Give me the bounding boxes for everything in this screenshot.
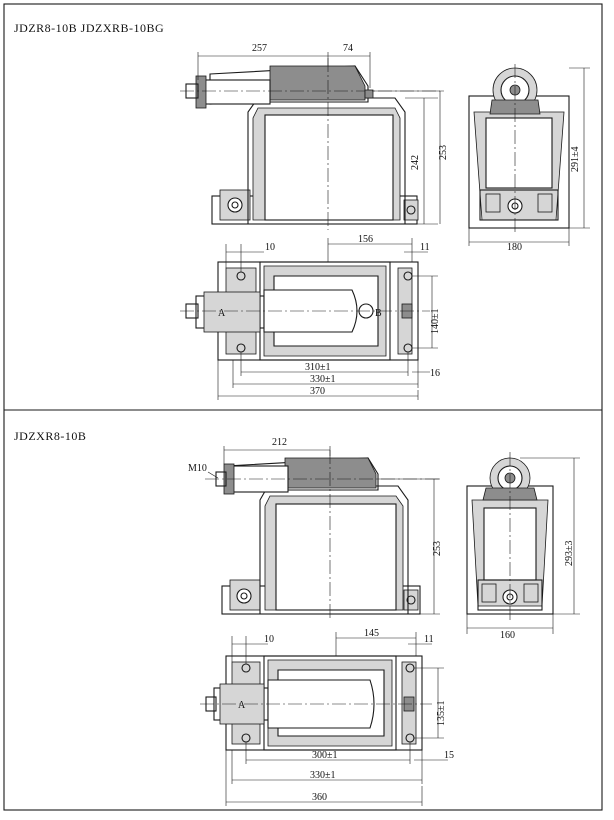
side-dims-1: 180 291±4	[468, 67, 590, 253]
dim-253: 253	[438, 145, 449, 160]
dim-360: 360	[312, 792, 327, 803]
plan-view-2: A	[200, 655, 432, 751]
front-dims-2: 212 M10 253	[188, 437, 443, 615]
dim-212: 212	[272, 437, 287, 448]
dim-293: 293±3	[564, 541, 575, 567]
front-view-2	[205, 450, 440, 620]
dim-11-a: 11	[420, 242, 430, 253]
dim-180: 180	[507, 242, 522, 253]
dim-242: 242	[410, 155, 421, 170]
plan-view-1: A B	[180, 261, 430, 361]
terminal-a-2: A	[238, 700, 246, 711]
dim-160: 160	[500, 630, 515, 641]
dim-253-b: 253	[432, 541, 443, 556]
side-view-1	[468, 64, 570, 232]
dim-10-b: 10	[264, 634, 274, 645]
section-1-title: JDZR8-10B JDZXRB-10BG	[14, 21, 164, 35]
dim-74: 74	[343, 43, 353, 54]
dim-140: 140±1	[430, 309, 441, 335]
terminal-a-1: A	[218, 308, 226, 319]
dim-145: 145	[364, 628, 379, 639]
dim-300: 300±1	[312, 750, 338, 761]
dim-257: 257	[252, 43, 267, 54]
dim-330: 330±1	[310, 374, 336, 385]
terminal-b-1: B	[375, 308, 382, 319]
front-view-1	[180, 58, 440, 230]
dim-11-b: 11	[424, 634, 434, 645]
side-view-2	[466, 452, 554, 620]
sheet-border	[3, 3, 603, 811]
dim-135: 135±1	[436, 701, 447, 727]
dim-291: 291±4	[570, 147, 581, 173]
front-dims-1: 257 74 242 253	[197, 43, 449, 225]
dim-16: 16	[430, 368, 440, 379]
dim-330-b: 330±1	[310, 770, 336, 781]
dim-370: 370	[310, 386, 325, 397]
plan-dims-1: 10 156 11 140±1 310±1 330±1 370 16	[217, 234, 441, 400]
thread-m10: M10	[188, 463, 207, 474]
dim-15: 15	[444, 750, 454, 761]
dim-10-a: 10	[265, 242, 275, 253]
dim-156: 156	[358, 234, 373, 245]
section-2-title: JDZXR8-10B	[14, 429, 86, 443]
side-dims-2: 160 293±3	[466, 457, 580, 641]
plan-dims-2: 10 145 11 135±1 300±1 330±1 360 15	[225, 628, 454, 806]
dim-310: 310±1	[305, 362, 331, 373]
